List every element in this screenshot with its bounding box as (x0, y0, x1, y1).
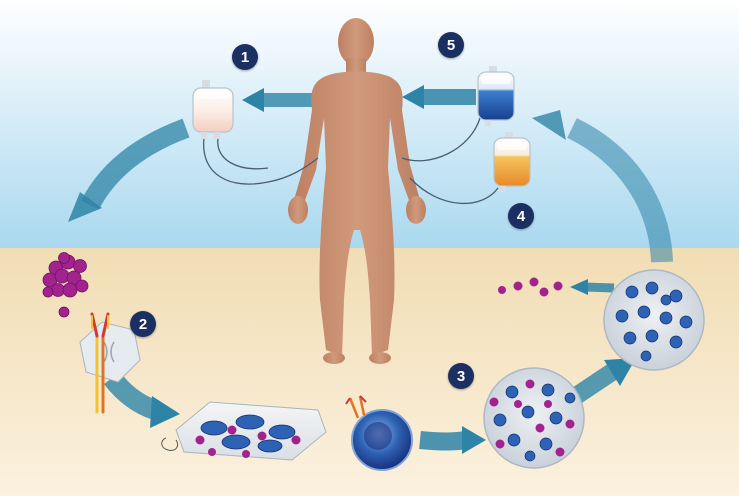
step-2-badge: 2 (130, 311, 156, 337)
process-arrows (81, 89, 673, 451)
arrowhead-2 (150, 396, 180, 428)
step-1-badge: 1 (232, 44, 258, 70)
expanded-cells-view (603, 269, 705, 371)
arrow-heads (68, 85, 636, 454)
iv-bag-collect (192, 80, 234, 139)
cell-expansion-view (483, 367, 585, 469)
step-5-badge: 5 (438, 32, 464, 58)
t-cell-icon (345, 395, 413, 471)
iv-bag-infuse (477, 66, 515, 126)
arrowhead-3 (462, 426, 486, 454)
arrowhead-7 (242, 88, 264, 112)
arrow-bag-to-cells (81, 118, 190, 210)
arrowhead-1 (68, 192, 102, 222)
human-body-icon (288, 18, 426, 364)
arrowhead-5 (532, 110, 566, 140)
arrow-expanded-to-bag (567, 118, 673, 263)
released-cells (498, 277, 563, 297)
culture-dish-icon (161, 401, 327, 461)
cell-selection-filter (79, 321, 141, 383)
blood-cell-cluster (42, 252, 89, 318)
arrow-cells-release (584, 282, 615, 293)
antibody-icon (90, 312, 110, 414)
arrowhead-4 (604, 358, 636, 386)
arrowhead-8 (570, 279, 588, 295)
arrowhead-6 (402, 85, 424, 109)
iv-bag-chemo (493, 132, 531, 192)
step-4-badge: 4 (508, 203, 534, 229)
arrow-tcell-to-expansion (419, 431, 467, 451)
step-3-badge: 3 (448, 363, 474, 389)
iv-tubes (203, 117, 499, 205)
